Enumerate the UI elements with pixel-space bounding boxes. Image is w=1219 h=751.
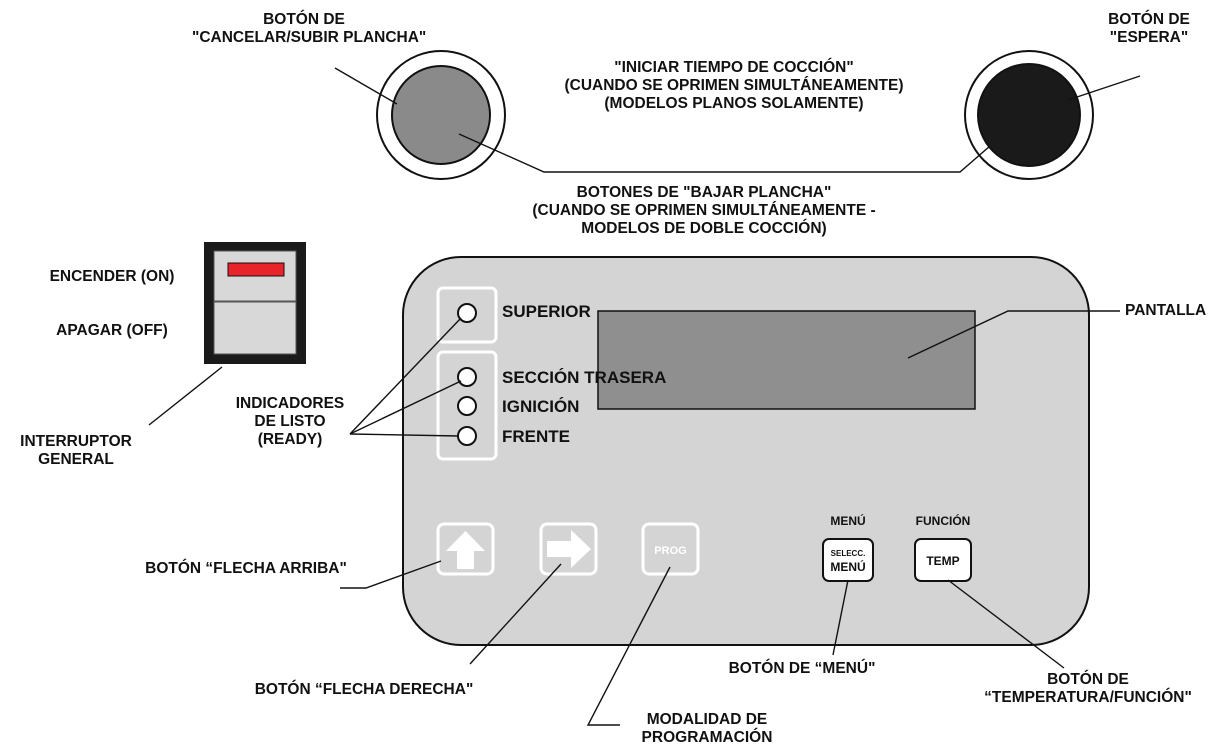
prog-key[interactable]: PROG	[641, 522, 700, 576]
led-superior	[457, 303, 477, 323]
led-rear-section	[457, 367, 477, 387]
up-arrow-icon	[446, 531, 485, 569]
menu-key-main-label: MENÚ	[830, 559, 865, 574]
standby-button-label: BOTÓN DE "ESPERA"	[1108, 11, 1190, 46]
temp-function-button-label: BOTÓN DE “TEMPERATURA/FUNCIÓN"	[984, 671, 1192, 706]
prog-key-label: PROG	[654, 545, 686, 557]
led-rear-section-label: SECCIÓN TRASERA	[502, 368, 667, 387]
standby-button-cap	[977, 63, 1081, 167]
programming-mode-label: MODALIDAD DE PROGRAMACIÓN	[641, 711, 773, 746]
switch-on-indicator	[227, 262, 285, 277]
power-on-label: ENCENDER (ON)	[49, 268, 175, 285]
lower-platen-label: BOTONES DE "BAJAR PLANCHA" (CUANDO SE OP…	[532, 184, 876, 237]
menu-key[interactable]: SELECC. MENÚ	[822, 538, 874, 582]
led-ignition	[457, 396, 477, 416]
ready-indicators-label: INDICADORES DE LISTO (READY)	[235, 395, 345, 448]
main-switch-label: INTERRUPTOR GENERAL	[20, 433, 132, 468]
menu-key-small-label: SELECC.	[831, 549, 866, 558]
led-front-label: FRENTE	[502, 427, 570, 446]
right-arrow-icon	[547, 530, 591, 568]
menu-button-label: BOTÓN DE “MENÚ"	[728, 660, 876, 677]
display-screen	[597, 310, 976, 410]
menu-key-title: MENÚ	[830, 513, 865, 528]
main-power-switch[interactable]	[204, 242, 306, 364]
led-ignition-label: IGNICIÓN	[502, 397, 580, 416]
leader-lines	[148, 67, 1141, 726]
power-off-label: APAGAR (OFF)	[56, 322, 168, 339]
start-cook-time-label: "INICIAR TIEMPO DE COCCIÓN" (CUANDO SE O…	[564, 59, 904, 112]
cancel-button-label: BOTÓN DE "CANCELAR/SUBIR PLANCHA"	[192, 11, 427, 46]
right-arrow-key[interactable]	[539, 522, 598, 576]
cancel-raise-platen-button[interactable]	[376, 50, 506, 180]
temp-key-label: TEMP	[926, 554, 959, 568]
up-arrow-button-label: BOTÓN “FLECHA ARRIBA"	[145, 560, 347, 577]
right-arrow-button-label: BOTÓN “FLECHA DERECHA"	[254, 681, 474, 698]
led-superior-label: SUPERIOR	[502, 302, 591, 321]
up-arrow-key[interactable]	[436, 522, 495, 576]
temp-key[interactable]: TEMP	[914, 538, 972, 582]
cancel-button-cap	[391, 65, 491, 165]
function-key-title: FUNCIÓN	[916, 513, 971, 528]
display-label: PANTALLA	[1125, 302, 1207, 319]
standby-button[interactable]	[964, 50, 1094, 180]
led-front	[457, 426, 477, 446]
